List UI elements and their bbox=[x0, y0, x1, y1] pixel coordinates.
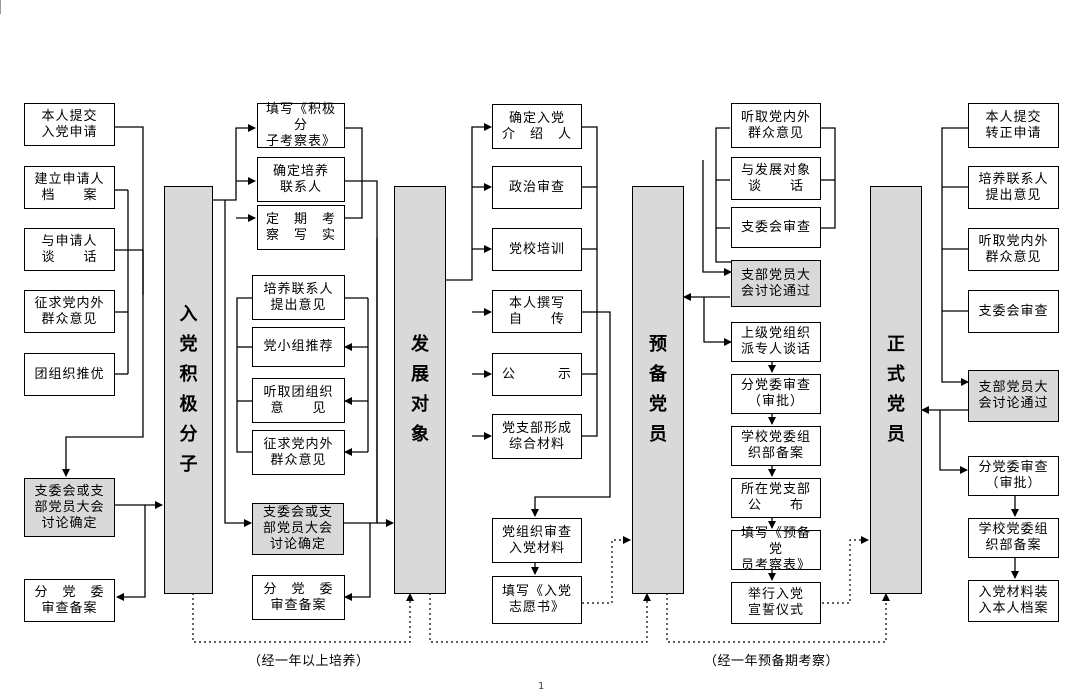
step-branch-decision-1: 支委会或支 部党员大会 讨论确定 bbox=[24, 478, 115, 537]
step-committee-record-1: 分 党 委 审查备案 bbox=[24, 579, 115, 622]
step-interview-applicant: 与申请人 谈 话 bbox=[24, 228, 115, 271]
step-youth-league-recommend: 团组织推优 bbox=[24, 353, 115, 396]
step-create-file: 建立申请人 档 案 bbox=[24, 166, 115, 209]
step-collect-opinions-3: 听取党内外 群众意见 bbox=[731, 103, 821, 148]
note-training-period: （经一年以上培养） bbox=[248, 654, 370, 669]
step-branch-vote-2: 支部党员大 会讨论通过 bbox=[968, 370, 1059, 422]
step-committee-review-1: 支委会审查 bbox=[731, 207, 821, 248]
stage-activist: 入党积极分子 bbox=[164, 186, 213, 594]
step-archive-materials: 入党材料装 入本人档案 bbox=[968, 580, 1059, 622]
page-number: 1 bbox=[538, 681, 545, 692]
note-probation-period: （经一年预备期考察） bbox=[704, 654, 840, 669]
step-committee-approval-1: 分党委审查 （审批） bbox=[731, 374, 821, 414]
step-committee-review-2: 支委会审查 bbox=[968, 290, 1059, 333]
step-mentor-opinion: 培养联系人 提出意见 bbox=[252, 275, 345, 320]
step-committee-record-2: 分 党 委 审查备案 bbox=[252, 575, 345, 620]
step-oath-ceremony: 举行入党 宣誓仪式 bbox=[731, 582, 821, 624]
page-corner-mark bbox=[0, 0, 3, 14]
step-superior-interview: 上级党组织 派专人谈话 bbox=[731, 322, 821, 362]
stage-probationary-label: 预备党员 bbox=[649, 334, 667, 445]
step-mentor-opinion-2: 培养联系人 提出意见 bbox=[968, 166, 1059, 209]
stage-candidate: 发展对象 bbox=[394, 186, 446, 594]
step-submit-application: 本人提交 入党申请 bbox=[24, 103, 115, 146]
step-assign-mentor: 确定培养 联系人 bbox=[257, 157, 345, 202]
step-public-notice: 公 示 bbox=[492, 353, 582, 396]
step-branch-materials: 党支部形成 综合材料 bbox=[492, 414, 582, 459]
step-political-review: 政治审查 bbox=[492, 166, 582, 209]
stage-full-member: 正式党员 bbox=[870, 186, 922, 594]
step-branch-announce: 所在党支部 公 布 bbox=[731, 478, 821, 518]
stage-activist-label: 入党积极分子 bbox=[179, 304, 198, 475]
step-periodic-review: 定 期 考 察 写 实 bbox=[257, 205, 345, 250]
step-write-autobiography: 本人撰写 自 传 bbox=[492, 290, 582, 333]
step-fill-application-form: 填写《入党 志愿书》 bbox=[492, 576, 582, 624]
step-collect-opinions-2: 征求党内外 群众意见 bbox=[252, 430, 345, 475]
step-fill-probation-form: 填写《预备党 员考察表》 bbox=[731, 526, 821, 573]
step-talk-with-candidate: 与发展对象 谈 话 bbox=[731, 157, 821, 200]
step-assign-sponsors: 确定入党 介 绍 人 bbox=[492, 104, 582, 149]
stage-candidate-label: 发展对象 bbox=[411, 334, 429, 445]
step-branch-decision-2: 支委会或支 部党员大会 讨论确定 bbox=[252, 503, 344, 555]
step-collect-opinions-4: 听取党内外 群众意见 bbox=[968, 228, 1059, 271]
stage-probationary: 预备党员 bbox=[632, 186, 684, 594]
step-collect-opinions: 征求党内外 群众意见 bbox=[24, 290, 115, 333]
step-fill-activist-form: 填写《积极分 子考察表》 bbox=[257, 102, 345, 149]
step-branch-vote-1: 支部党员大 会讨论通过 bbox=[731, 260, 821, 307]
step-league-opinion: 听取团组织 意 见 bbox=[252, 378, 345, 423]
step-review-materials: 党组织审查 入党材料 bbox=[492, 518, 582, 563]
step-submit-conversion: 本人提交 转正申请 bbox=[968, 103, 1059, 148]
step-committee-approval-2: 分党委审查 （审批） bbox=[968, 456, 1059, 496]
step-party-group-recommend: 党小组推荐 bbox=[252, 327, 345, 367]
step-school-record-2: 学校党委组 织部备案 bbox=[968, 518, 1059, 558]
stage-full-member-label: 正式党员 bbox=[887, 334, 905, 445]
step-party-school-training: 党校培训 bbox=[492, 228, 582, 271]
step-school-record-1: 学校党委组 织部备案 bbox=[731, 426, 821, 466]
